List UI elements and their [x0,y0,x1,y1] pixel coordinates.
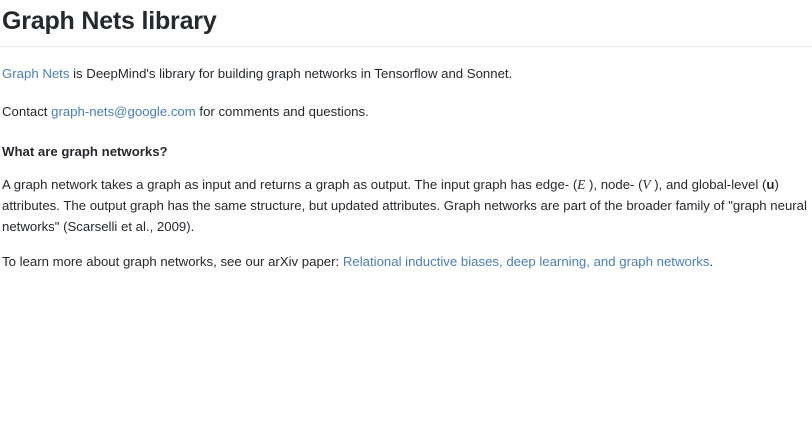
var-global: u [766,177,775,192]
body-part-3: ), and global-level ( [650,177,767,192]
intro-paragraph: Graph Nets is DeepMind's library for bui… [2,63,802,84]
section-heading: What are graph networks? [2,144,168,159]
arxiv-paper-link[interactable]: Relational inductive biases, deep learni… [342,254,710,269]
section-body-paragraph: A graph network takes a graph as input a… [2,174,808,237]
var-edge: E [577,177,586,192]
page-title: Graph Nets library [2,7,217,35]
learn-more-prefix: To learn more about graph networks, see … [2,254,343,269]
graph-network-figure: vi ek u [0,283,812,431]
contact-paragraph: Contact graph-nets@google.com for commen… [2,101,802,122]
body-part-1: A graph network takes a graph as input a… [2,177,578,192]
learn-more-suffix: . [709,254,714,269]
title-divider [0,46,812,47]
body-part-2: ), node- ( [585,177,643,192]
contact-email-link[interactable]: graph-nets@google.com [51,104,196,119]
intro-text: is DeepMind's library for building graph… [69,66,513,81]
graph-nets-link[interactable]: Graph Nets [2,66,70,81]
contact-suffix: for comments and questions. [195,104,369,119]
var-node: V [642,177,651,192]
learn-more-paragraph: To learn more about graph networks, see … [2,251,808,272]
body-part-4: ) attributes. The output graph has the s… [2,177,807,234]
contact-prefix: Contact [2,104,52,119]
